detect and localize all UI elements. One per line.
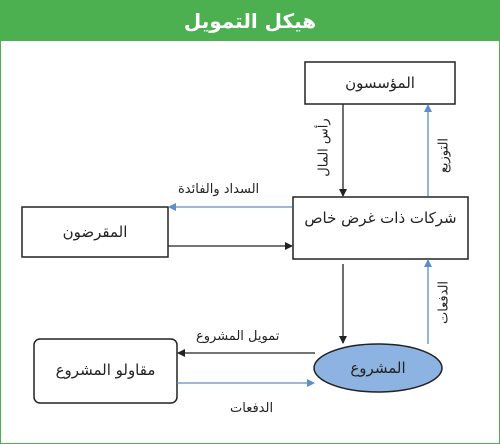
lenders-box: [21, 206, 169, 258]
lenders-label: المقرضون: [62, 223, 128, 241]
project-label: المشروع: [350, 359, 406, 377]
project-ellipse: [313, 343, 443, 393]
repayment-interest-label: السداد والفائدة: [178, 182, 260, 197]
payments-bottom-label: الدفعات: [230, 401, 274, 416]
contractors-label: مقاولو المشروع: [55, 361, 156, 379]
capital-label: رأس المال: [316, 118, 332, 177]
founders-box: [304, 61, 456, 105]
diagram-title: هيكل التمويل: [0, 0, 500, 41]
payments-right-label: الدفعات: [436, 280, 452, 325]
spv-box: [292, 196, 469, 260]
project-financing-label: تمويل المشروع: [196, 329, 280, 344]
distribution-label: التوزيع: [436, 137, 452, 174]
contractors-box: [33, 338, 178, 404]
spv-label: شركات ذات غرض خاص: [304, 209, 457, 227]
founders-label: المؤسسون: [345, 74, 415, 92]
